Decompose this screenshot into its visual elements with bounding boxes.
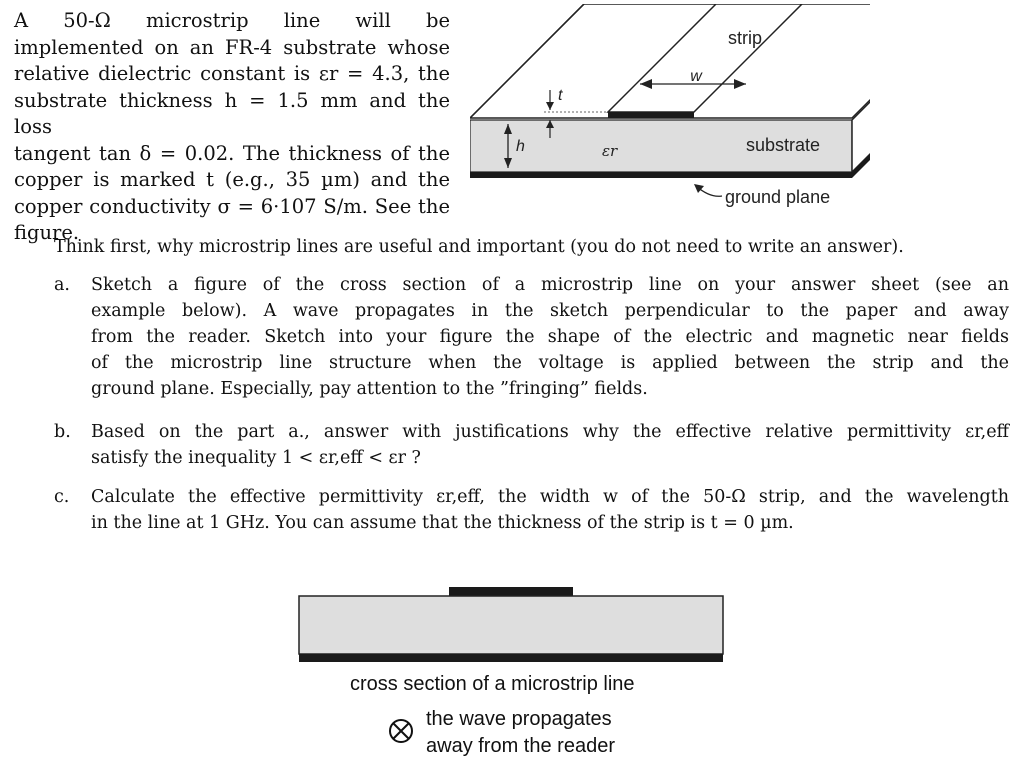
intro-line-1: A 50-Ω microstrip line will be <box>14 9 450 32</box>
h-arrow-head-bottom <box>504 158 512 168</box>
question-b-line-1: Based on the part a., answer with justif… <box>91 422 1009 442</box>
circled-x-icon <box>389 719 413 743</box>
wave-direction-legend: the wave propagates away from the reader <box>388 706 668 766</box>
question-a-line-4: of the microstrip line structure when th… <box>91 353 1009 373</box>
intro-paragraph: A 50-Ω microstrip line will be implement… <box>14 8 450 247</box>
cross-section-figure <box>298 587 724 662</box>
question-a-line-3: from the reader. Sketch into your figure… <box>91 327 1009 347</box>
question-a-line-2: example below). A wave propagates in the… <box>91 301 1009 321</box>
microstrip-perspective-figure: w strip t h εr substrate ground plane <box>470 4 870 207</box>
ground-plane <box>470 172 852 178</box>
cross-section-ground-plane <box>299 654 723 662</box>
question-a-line-1: Sketch a figure of the cross section of … <box>91 275 1009 295</box>
w-arrow-head-right <box>734 79 746 89</box>
w-label: w <box>690 68 703 85</box>
cross-section-strip <box>449 587 573 596</box>
intro-line-7: copper conductivity σ = 6·107 S/m. See t… <box>14 194 450 218</box>
question-c-text: Calculate the effective permittivity εr,… <box>91 484 1009 536</box>
intro-line-3: relative dielectric constant is εr = 4.3… <box>14 62 450 85</box>
question-a-line-5: ground plane. Especially, pay attention … <box>91 379 648 399</box>
intro-line-4: substrate thickness h = 1.5 mm and the l… <box>14 88 450 139</box>
substrate-side-face <box>851 100 870 174</box>
question-a-marker: a. <box>54 275 70 295</box>
question-a: a. Sketch a figure of the cross section … <box>54 272 1009 402</box>
substrate-front-face <box>470 119 853 173</box>
question-b-text: Based on the part a., answer with justif… <box>91 419 1009 471</box>
intro-line-6: copper is marked t (e.g., 35 µm) and the <box>14 168 450 191</box>
t-arrow-top-head <box>546 102 554 110</box>
h-arrow-head-top <box>504 124 512 134</box>
cross-section-caption: cross section of a microstrip line <box>350 673 635 695</box>
intro-line-2: implemented on an FR-4 substrate whose <box>14 35 450 59</box>
substrate-left-edge <box>470 4 585 119</box>
question-c-line-1: Calculate the effective permittivity εr,… <box>91 487 1009 507</box>
question-b: b. Based on the part a., answer with jus… <box>54 419 1009 471</box>
wave-text-line-1: the wave propagates <box>426 708 612 730</box>
substrate-label: substrate <box>746 135 820 155</box>
question-c-line-2: in the line at 1 GHz. You can assume tha… <box>91 513 794 533</box>
question-b-marker: b. <box>54 422 71 442</box>
strip-front-edge <box>608 112 694 118</box>
cross-section-substrate <box>298 595 724 655</box>
intro-line-5: tangent tan δ = 0.02. The thickness of t… <box>14 141 450 165</box>
t-label: t <box>558 87 563 104</box>
question-c: c. Calculate the effective permittivity … <box>54 484 1009 536</box>
wave-direction-text: the wave propagates away from the reader <box>426 706 615 760</box>
h-label: h <box>516 138 525 155</box>
question-b-line-2: satisfy the inequality 1 < εr,eff < εr ? <box>91 448 421 468</box>
intro-line-8: figure. <box>14 221 80 244</box>
wave-text-line-2: away from the reader <box>426 735 615 757</box>
question-a-text: Sketch a figure of the cross section of … <box>91 272 1009 402</box>
strip-label: strip <box>728 28 762 48</box>
w-arrow-head-left <box>640 79 652 89</box>
think-first-note: Think first, why microstrip lines are us… <box>54 237 904 257</box>
question-c-marker: c. <box>54 487 70 507</box>
ground-plane-label: ground plane <box>725 187 830 207</box>
ground-plane-side <box>852 154 870 178</box>
ground-plane-pointer-head <box>694 184 704 193</box>
epsilon-r-label: εr <box>602 142 618 160</box>
t-arrow-bottom-head <box>546 120 554 128</box>
